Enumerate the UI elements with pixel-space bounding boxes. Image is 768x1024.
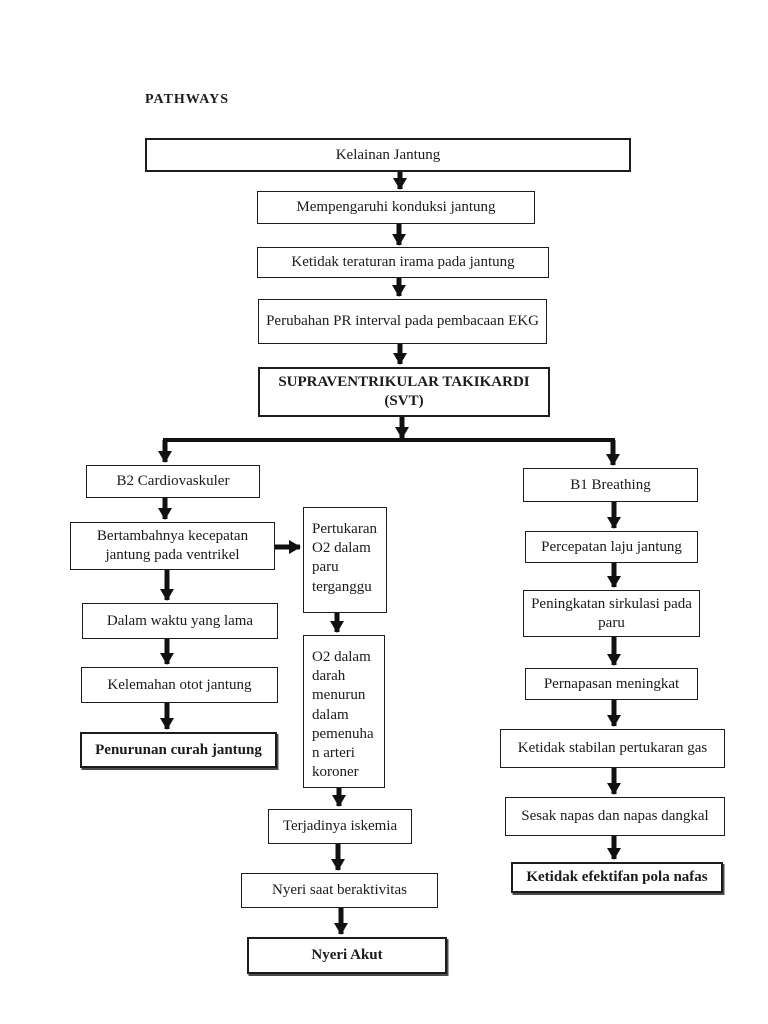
- node-mempengaruhi-konduksi: Mempengaruhi konduksi jantung: [257, 191, 535, 224]
- node-svt: SUPRAVENTRIKULAR TAKIKARDI (SVT): [258, 367, 550, 417]
- node-nyeri-saat-beraktivitas: Nyeri saat beraktivitas: [241, 873, 438, 908]
- node-ketidak-efektifan-pola: Ketidak efektifan pola nafas: [511, 862, 723, 893]
- node-penurunan-curah: Penurunan curah jantung: [80, 732, 277, 768]
- node-b2-cardiovaskuler: B2 Cardiovaskuler: [86, 465, 260, 498]
- node-percepatan-laju: Percepatan laju jantung: [525, 531, 698, 563]
- node-terjadinya-iskemia: Terjadinya iskemia: [268, 809, 412, 844]
- node-b1-breathing: B1 Breathing: [523, 468, 698, 502]
- node-pernapasan-meningkat: Pernapasan meningkat: [525, 668, 698, 700]
- node-dalam-waktu-lama: Dalam waktu yang lama: [82, 603, 278, 639]
- node-kelemahan-otot: Kelemahan otot jantung: [81, 667, 278, 703]
- node-ketidak-teraturan-irama: Ketidak teraturan irama pada jantung: [257, 247, 549, 278]
- node-bertambahnya-kecepatan: Bertambahnya kecepatan jantung pada vent…: [70, 522, 275, 570]
- node-nyeri-akut: Nyeri Akut: [247, 937, 447, 974]
- node-sesak-napas: Sesak napas dan napas dangkal: [505, 797, 725, 836]
- node-perubahan-pr-interval: Perubahan PR interval pada pembacaan EKG: [258, 299, 547, 344]
- node-pertukaran-o2: Pertukaran O2 dalam paru terganggu: [303, 507, 387, 613]
- node-o2-darah-menurun: O2 dalam darah menurun dalam pemenuhan a…: [303, 635, 385, 788]
- page-title: PATHWAYS: [145, 92, 229, 107]
- node-kelainan-jantung: Kelainan Jantung: [145, 138, 631, 172]
- node-peningkatan-sirkulasi: Peningkatan sirkulasi pada paru: [523, 590, 700, 637]
- node-ketidak-stabilan-gas: Ketidak stabilan pertukaran gas: [500, 729, 725, 768]
